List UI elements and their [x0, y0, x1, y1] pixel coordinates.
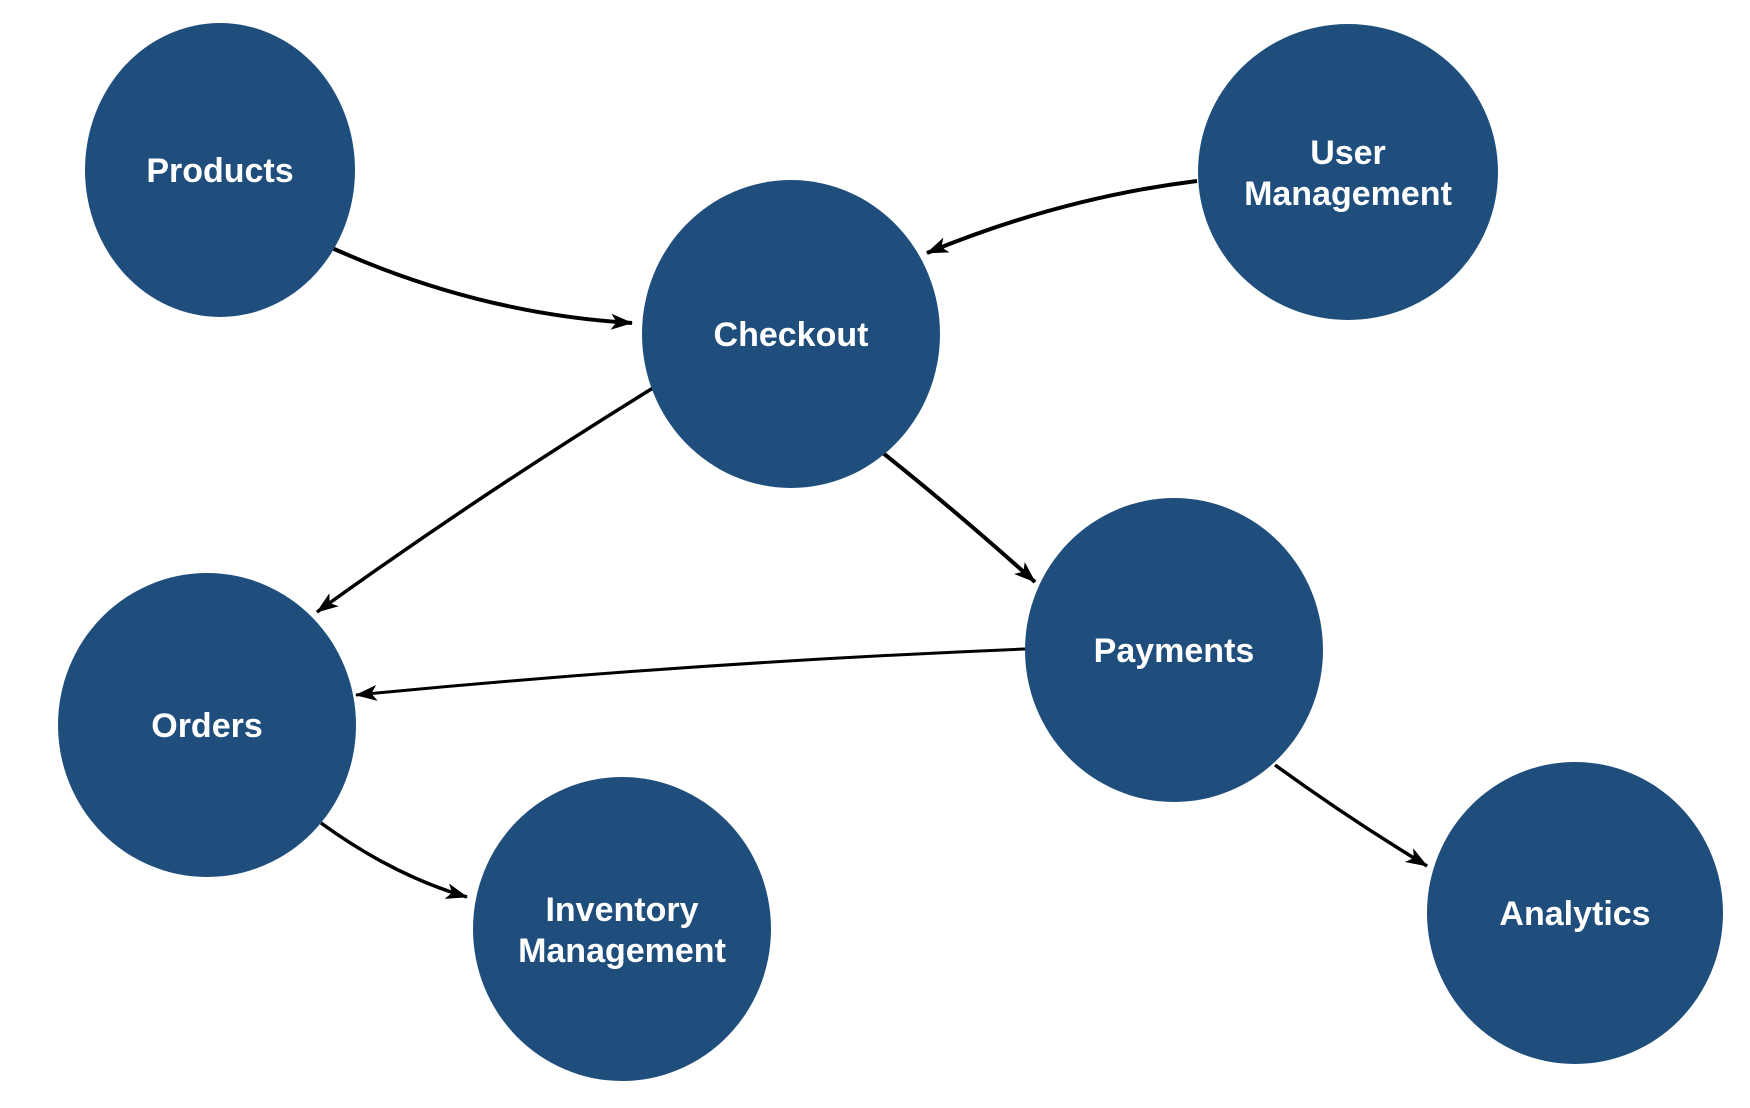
node-payments[interactable]: Payments	[1025, 498, 1323, 802]
edge-payments-to-analytics	[1273, 763, 1428, 868]
products-shape[interactable]	[85, 23, 355, 317]
user-management-shape[interactable]	[1198, 24, 1498, 320]
payments-shape[interactable]	[1025, 498, 1323, 802]
inventory-management-shape[interactable]	[473, 777, 771, 1081]
node-orders[interactable]: Orders	[58, 573, 356, 877]
edge-checkout-to-orders	[315, 386, 654, 614]
edge-checkout-to-payments	[881, 451, 1037, 584]
checkout-shape[interactable]	[642, 180, 940, 488]
node-products[interactable]: Products	[85, 23, 355, 317]
analytics-shape[interactable]	[1427, 762, 1723, 1064]
edge-payments-to-orders	[355, 647, 1026, 701]
edge-user-management-to-checkout	[926, 179, 1198, 255]
edge-products-to-checkout	[331, 246, 633, 330]
orders-shape[interactable]	[58, 573, 356, 877]
edges-layer	[315, 179, 1428, 899]
edge-orders-to-inventory-management	[319, 821, 468, 899]
node-analytics[interactable]: Analytics	[1427, 762, 1723, 1064]
node-checkout[interactable]: Checkout	[642, 180, 940, 488]
